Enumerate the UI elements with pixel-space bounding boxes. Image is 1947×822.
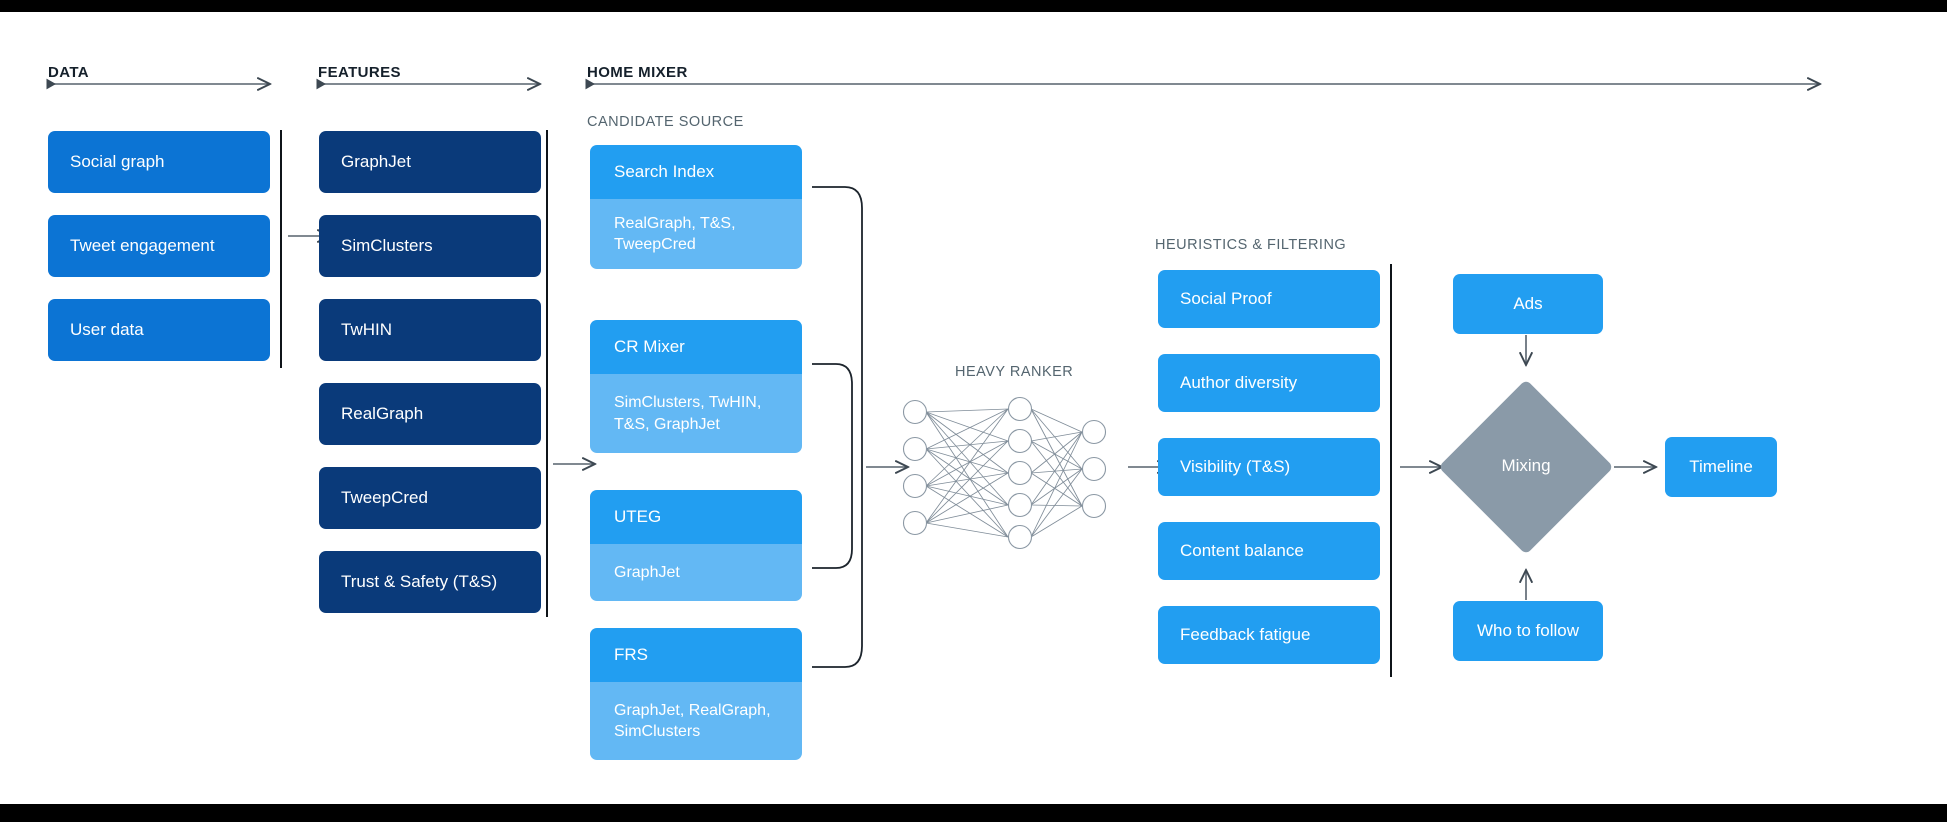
neural-network-graphic (902, 396, 1107, 550)
candidate-source-card-search-index[interactable]: Search Index RealGraph, T&S, TweepCred (590, 145, 802, 269)
candidate-source-features: RealGraph, T&S, TweepCred (590, 199, 802, 269)
feature-box-simclusters[interactable]: SimClusters (319, 215, 541, 277)
section-title-data: DATA (48, 64, 90, 81)
candidate-source-features: SimClusters, TwHIN, T&S, GraphJet (590, 374, 802, 453)
candidate-source-title: Search Index (590, 145, 802, 199)
connector-overlay (0, 12, 1947, 668)
data-box-tweet-engagement[interactable]: Tweet engagement (48, 215, 270, 277)
feature-box-twhin[interactable]: TwHIN (319, 299, 541, 361)
candidate-source-card-uteg[interactable]: UTEG GraphJet (590, 490, 802, 601)
feature-box-label: GraphJet (341, 152, 411, 172)
feature-box-tweepcred[interactable]: TweepCred (319, 467, 541, 529)
mixing-diamond-label: Mixing (1501, 456, 1551, 475)
candidate-source-features: GraphJet, RealGraph, SimClusters (590, 682, 802, 760)
who-to-follow-box[interactable]: Who to follow (1453, 601, 1603, 661)
candidate-source-title: UTEG (590, 490, 802, 544)
heuristic-box-author-diversity[interactable]: Author diversity (1158, 354, 1380, 412)
divider-features-candidate (546, 130, 548, 617)
heuristic-box-label: Visibility (T&S) (1180, 457, 1291, 477)
diagram-canvas: DATA FEATURES HOME MIXER CANDIDATE SOURC… (0, 12, 1947, 804)
divider-heuristics-mixing (1390, 264, 1392, 677)
heuristic-box-label: Content balance (1180, 541, 1304, 561)
divider-data-features (280, 130, 282, 368)
feature-box-label: SimClusters (341, 236, 433, 256)
candidate-source-card-frs[interactable]: FRS GraphJet, RealGraph, SimClusters (590, 628, 802, 760)
heuristic-box-label: Feedback fatigue (1180, 625, 1311, 645)
heuristic-box-label: Author diversity (1180, 373, 1298, 393)
timeline-box-label: Timeline (1689, 457, 1753, 477)
candidate-source-title: CR Mixer (590, 320, 802, 374)
feature-box-label: TweepCred (341, 488, 428, 508)
section-title-features: FEATURES (318, 64, 401, 81)
timeline-box[interactable]: Timeline (1665, 437, 1777, 497)
feature-box-graphjet[interactable]: GraphJet (319, 131, 541, 193)
feature-box-realgraph[interactable]: RealGraph (319, 383, 541, 445)
candidate-brace-outer (812, 186, 863, 668)
data-box-label: Social graph (70, 152, 165, 172)
candidate-source-features: GraphJet (590, 544, 802, 601)
heuristic-box-feedback-fatigue[interactable]: Feedback fatigue (1158, 606, 1380, 664)
data-box-social-graph[interactable]: Social graph (48, 131, 270, 193)
subsection-title-candidate-source: CANDIDATE SOURCE (587, 114, 744, 130)
feature-box-label: Trust & Safety (T&S) (341, 572, 498, 592)
candidate-source-title: FRS (590, 628, 802, 682)
data-box-label: Tweet engagement (70, 236, 215, 256)
feature-box-label: RealGraph (341, 404, 424, 424)
heuristic-box-label: Social Proof (1180, 289, 1272, 309)
letterbox-top (0, 0, 1947, 12)
feature-box-label: TwHIN (341, 320, 392, 340)
feature-box-trust-safety[interactable]: Trust & Safety (T&S) (319, 551, 541, 613)
data-box-user-data[interactable]: User data (48, 299, 270, 361)
who-to-follow-label: Who to follow (1476, 621, 1580, 641)
candidate-brace-inner (812, 363, 853, 569)
ads-box[interactable]: Ads (1453, 274, 1603, 334)
candidate-source-card-cr-mixer[interactable]: CR Mixer SimClusters, TwHIN, T&S, GraphJ… (590, 320, 802, 453)
subsection-title-heuristics: HEURISTICS & FILTERING (1155, 237, 1347, 253)
heuristic-box-visibility[interactable]: Visibility (T&S) (1158, 438, 1380, 496)
data-box-label: User data (70, 320, 144, 340)
heuristic-box-social-proof[interactable]: Social Proof (1158, 270, 1380, 328)
section-title-home-mixer: HOME MIXER (587, 64, 688, 81)
ads-box-label: Ads (1513, 294, 1543, 314)
heuristic-box-content-balance[interactable]: Content balance (1158, 522, 1380, 580)
subsection-title-heavy-ranker: HEAVY RANKER (955, 364, 1074, 380)
letterbox-bottom (0, 804, 1947, 822)
